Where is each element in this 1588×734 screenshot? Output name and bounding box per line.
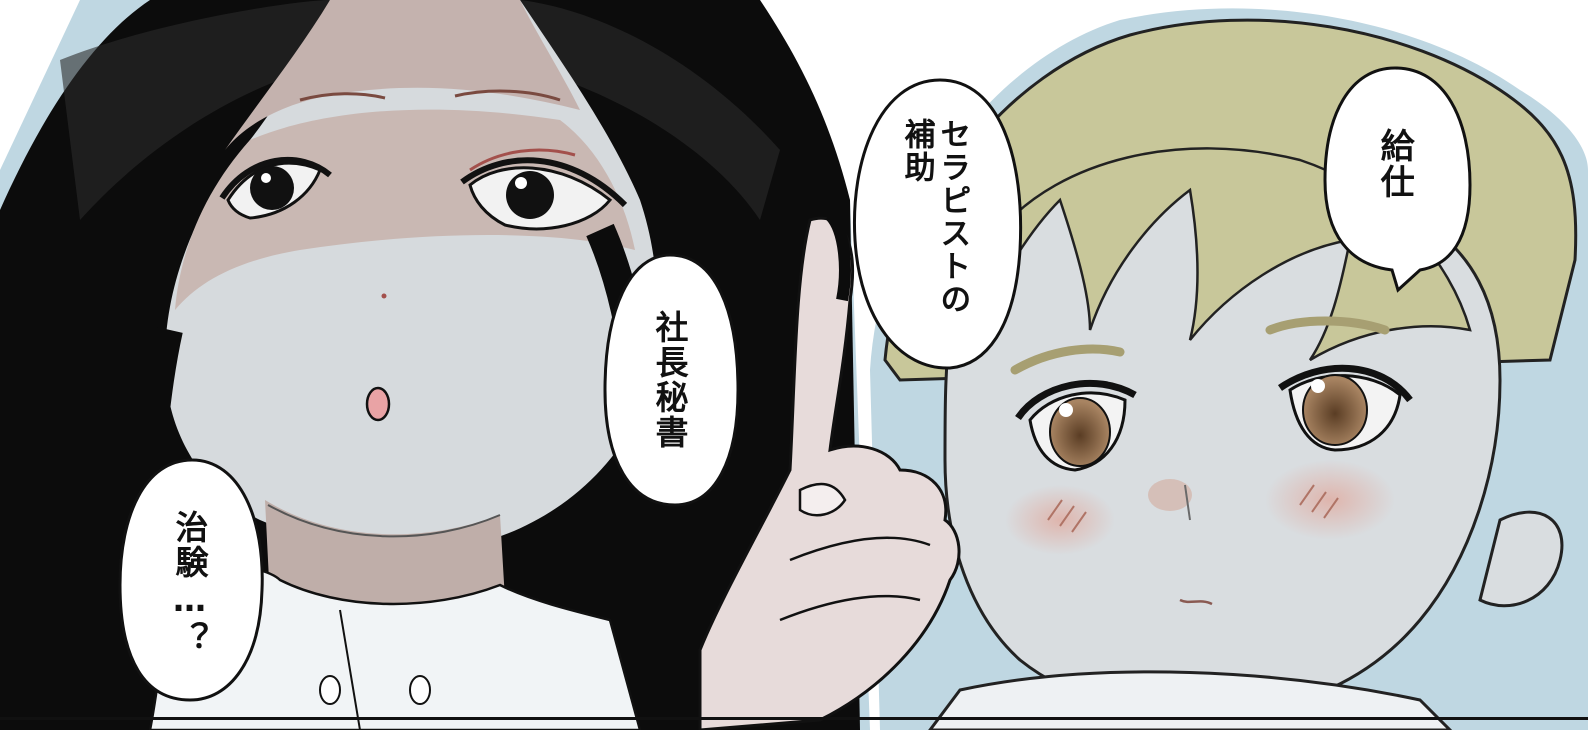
speech-bubble-therapist-shape [852, 78, 1023, 370]
speech-bubble-therapist-assistant: セラピストの 補助 [898, 118, 971, 316]
speech-bubble-ceo-secretary: 社長秘書 [649, 310, 689, 450]
pointing-hand [698, 210, 961, 732]
speech-bubble-secretary-shape [603, 253, 740, 507]
speech-bubble-clinical-trial: 治験…？ [169, 510, 209, 656]
speech-bubble-kyuji: 給仕 [1374, 128, 1415, 200]
speech-bubble-kyuji-shape [1323, 66, 1472, 293]
speech-bubble-trial-shape [118, 458, 264, 702]
